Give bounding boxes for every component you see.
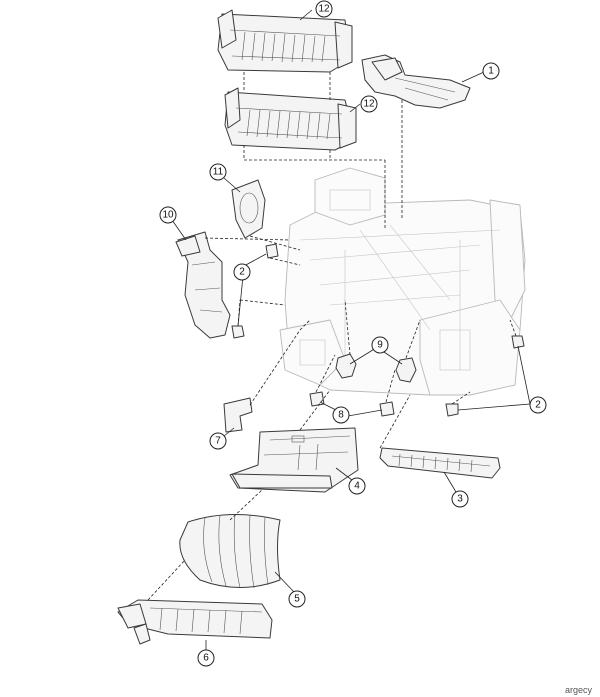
callout-number: 9 <box>377 340 383 351</box>
callout-number: 12 <box>363 99 375 110</box>
callout-8: 8 <box>332 406 350 424</box>
callout-6: 6 <box>197 649 215 667</box>
part-10 <box>175 231 231 339</box>
part-11 <box>231 179 266 239</box>
part-8 <box>309 391 395 417</box>
callout-5: 5 <box>288 590 306 608</box>
part-5 <box>179 513 281 589</box>
part-7 <box>223 397 253 433</box>
callout-10: 10 <box>159 206 177 224</box>
callout-number: 3 <box>457 494 463 505</box>
part-12-lower <box>224 87 357 151</box>
callout-number: 6 <box>203 653 209 664</box>
callout-number: 5 <box>294 594 300 605</box>
callout-12-upper: 12 <box>315 0 333 18</box>
part-3 <box>379 447 501 479</box>
callout-7: 7 <box>209 432 227 450</box>
part-9 <box>335 353 417 383</box>
callout-lines <box>171 9 531 650</box>
callout-3: 3 <box>451 490 469 508</box>
callout-number: 11 <box>213 167 224 178</box>
callout-12-lower: 12 <box>360 95 378 113</box>
callout-11: 11 <box>209 163 227 181</box>
callout-number: 4 <box>354 481 360 492</box>
part-2-clips <box>231 243 525 417</box>
callout-4: 4 <box>348 477 366 495</box>
callout-number: 10 <box>162 210 174 221</box>
callout-number: 8 <box>338 410 344 421</box>
part-12-upper <box>217 9 353 73</box>
callout-number: 1 <box>488 66 494 77</box>
watermark-text: argecy <box>564 685 592 695</box>
assembly-leader-lines <box>147 72 517 601</box>
callout-9: 9 <box>371 336 389 354</box>
callout-2-right: 2 <box>529 396 547 414</box>
callout-number: 2 <box>239 267 245 278</box>
part-4 <box>229 427 359 493</box>
callout-number: 12 <box>318 4 330 15</box>
part-6 <box>117 599 273 645</box>
callout-2-left: 2 <box>233 263 251 281</box>
callout-1: 1 <box>482 62 500 80</box>
callout-number: 7 <box>215 436 221 447</box>
callout-number: 2 <box>535 400 541 411</box>
part-1 <box>361 54 471 109</box>
